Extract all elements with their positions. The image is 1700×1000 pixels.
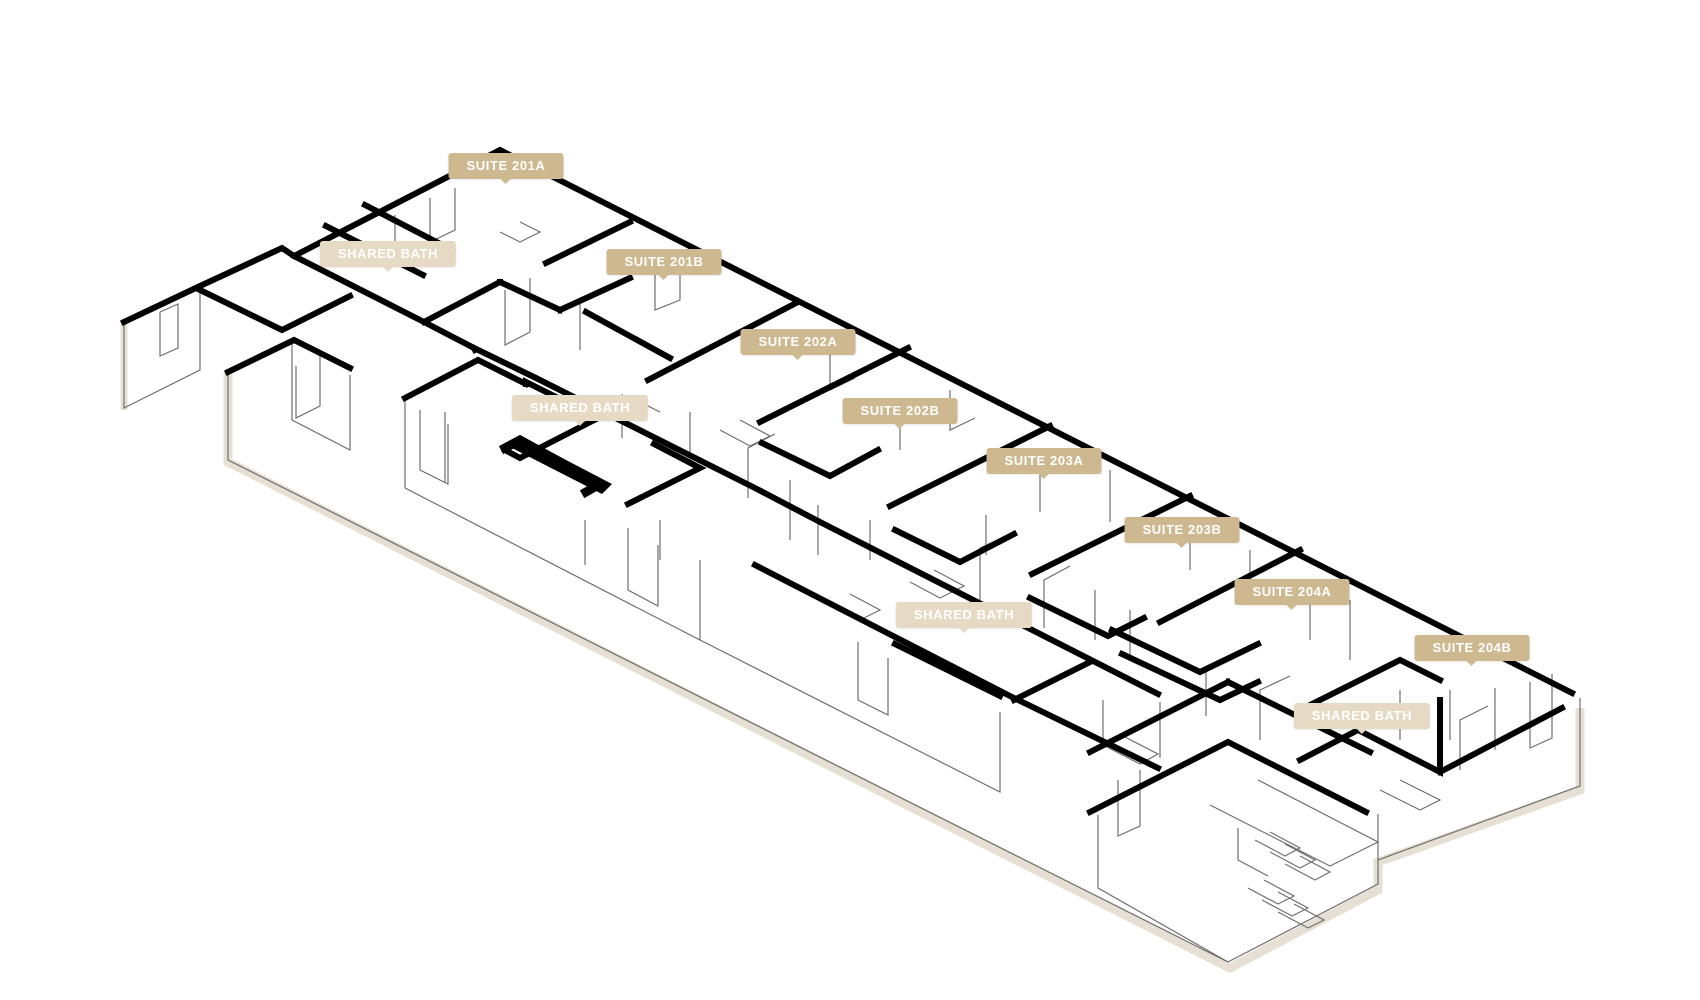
label-suite-201b: SUITE 201B: [606, 249, 722, 280]
label-suite-203a: SUITE 203A: [986, 448, 1102, 479]
label-suite-201a: SUITE 201A: [448, 153, 564, 184]
label-suite-202b: SUITE 202B: [842, 398, 958, 429]
label-shared-bath: SHARED BATH: [895, 602, 1033, 633]
label-shared-bath: SHARED BATH: [1293, 703, 1431, 734]
thin-walls: [123, 188, 1581, 963]
label-shared-bath: SHARED BATH: [511, 395, 649, 426]
wall-section: [504, 436, 612, 494]
label-suite-204b: SUITE 204B: [1414, 635, 1530, 666]
thick-walls: [120, 146, 1577, 817]
label-suite-204a: SUITE 204A: [1234, 579, 1350, 610]
label-suite-202a: SUITE 202A: [740, 329, 856, 360]
label-shared-bath: SHARED BATH: [319, 241, 457, 272]
label-suite-203b: SUITE 203B: [1124, 517, 1240, 548]
